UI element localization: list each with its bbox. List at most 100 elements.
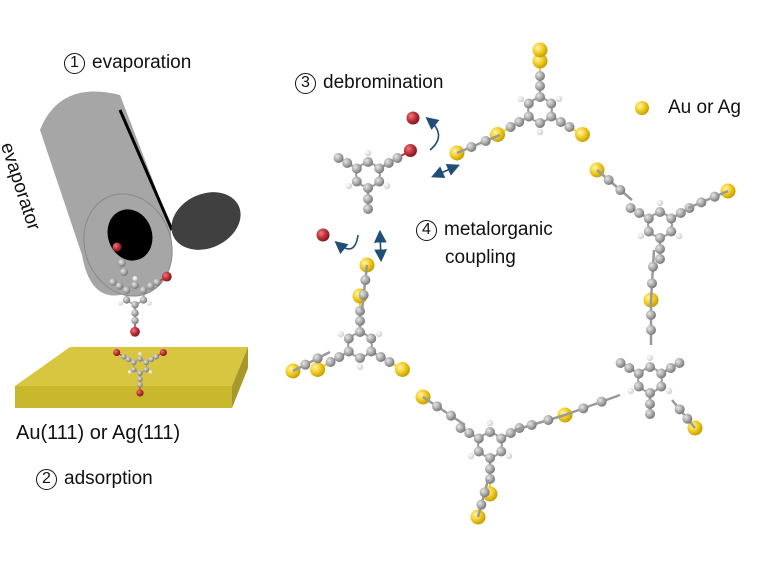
carbon-atom xyxy=(120,268,128,276)
bromine-atom xyxy=(112,242,122,252)
carbon-atom xyxy=(143,366,149,373)
hydrogen-atom xyxy=(665,387,673,395)
carbon-atom xyxy=(656,368,667,379)
hydrogen-atom xyxy=(148,370,153,374)
metal-atom-legend-icon xyxy=(635,101,649,115)
carbon-atom xyxy=(555,117,566,127)
carbon-atom xyxy=(645,362,655,372)
hydrogen-atom xyxy=(486,419,494,427)
carbon-atom xyxy=(535,71,545,81)
carbon-atom xyxy=(455,423,466,433)
hydrogen-atom xyxy=(132,276,138,281)
hydrogen-atom xyxy=(146,300,152,306)
carbon-atom xyxy=(351,176,362,187)
hydrogen-atom xyxy=(364,149,372,157)
alkyne-bond xyxy=(514,413,566,432)
carbon-atom xyxy=(383,158,394,168)
carbon-atom xyxy=(122,286,131,294)
carbon-atom xyxy=(674,404,685,415)
carbon-atom xyxy=(334,352,345,362)
alkyne-bond xyxy=(564,393,621,417)
carbon-atom xyxy=(535,81,545,91)
hydrogen-atom xyxy=(337,330,345,338)
carbon-atom xyxy=(153,278,161,286)
carbon-atom xyxy=(375,352,386,362)
hydrogen-atom xyxy=(345,182,353,190)
substrate-side xyxy=(232,347,248,408)
carbon-atom xyxy=(473,433,484,444)
metal-atom xyxy=(394,362,410,377)
carbon-atom xyxy=(131,359,137,366)
carbon-atom xyxy=(682,413,693,424)
hydrogen-atom xyxy=(517,95,525,103)
carbon-atom xyxy=(655,244,665,254)
hydrogen-atom xyxy=(138,352,142,356)
step-4-number: 4 xyxy=(416,219,437,241)
carbon-atom xyxy=(139,296,148,304)
carbon-atom xyxy=(342,158,353,168)
carbon-atom xyxy=(675,208,686,218)
carbon-atom xyxy=(131,309,139,317)
carbon-atom xyxy=(485,464,495,474)
alkyne-bond xyxy=(649,249,656,301)
bromine-atom xyxy=(161,271,172,282)
bromine-atom xyxy=(130,326,140,337)
carbon-atom xyxy=(615,185,626,195)
bromine-atom xyxy=(316,228,330,242)
carbon-atom xyxy=(655,207,665,217)
carbon-atom xyxy=(505,428,516,438)
carbon-atom xyxy=(355,353,365,363)
alkyne-bond xyxy=(476,479,490,518)
carbon-atom xyxy=(625,203,636,213)
carbon-atom xyxy=(363,194,373,204)
carbon-atom xyxy=(643,213,654,224)
hydrogen-atom xyxy=(375,330,383,338)
carbon-atom xyxy=(479,487,490,498)
carbon-atom xyxy=(485,427,495,437)
carbon-atom xyxy=(358,290,369,300)
carbon-atom xyxy=(143,359,149,366)
carbon-atom xyxy=(633,381,644,392)
step-2-label: 2 adsorption xyxy=(36,468,153,490)
carbon-atom xyxy=(666,213,677,224)
carbon-atom xyxy=(578,403,589,414)
bromine-atom xyxy=(159,348,167,357)
evaporator xyxy=(40,91,241,297)
carbon-atom xyxy=(665,363,676,373)
hydrogen-atom xyxy=(127,370,132,374)
carbon-atom xyxy=(543,415,554,425)
carbon-atom xyxy=(648,261,658,272)
carbon-atom xyxy=(366,333,377,344)
bromine-release-arrow-1 xyxy=(425,116,440,151)
carbon-atom xyxy=(343,346,354,357)
carbon-atom xyxy=(121,353,127,360)
carbon-atom xyxy=(137,356,143,362)
carbon-atom xyxy=(374,176,385,187)
bromine-atom xyxy=(406,111,420,125)
alkyne-bond xyxy=(360,264,369,311)
bromine-release-arrow-2 xyxy=(334,234,359,255)
carbon-atom xyxy=(645,409,655,419)
carbon-atom xyxy=(476,499,487,510)
carbon-atom xyxy=(496,446,507,457)
carbon-atom xyxy=(392,153,403,163)
carbon-atom xyxy=(523,98,534,109)
metal-atom xyxy=(532,53,548,69)
carbon-atom xyxy=(374,163,385,174)
hydrogen-atom xyxy=(467,452,475,460)
carbon-atom xyxy=(464,428,475,438)
hydrogen-atom xyxy=(118,300,124,306)
carbon-atom xyxy=(131,301,139,309)
step-1-label: 1 evaporation xyxy=(64,52,191,74)
carbon-atom xyxy=(148,356,155,363)
carbon-atom xyxy=(137,370,143,376)
bromine-atom xyxy=(136,389,144,397)
arrows xyxy=(334,116,460,263)
metal-atom xyxy=(490,127,506,142)
carbon-atom xyxy=(624,363,635,373)
carbon-atom xyxy=(646,325,656,335)
carbon-atom xyxy=(656,381,667,392)
carbon-atom xyxy=(473,446,484,457)
hydrogen-atom xyxy=(536,128,544,136)
